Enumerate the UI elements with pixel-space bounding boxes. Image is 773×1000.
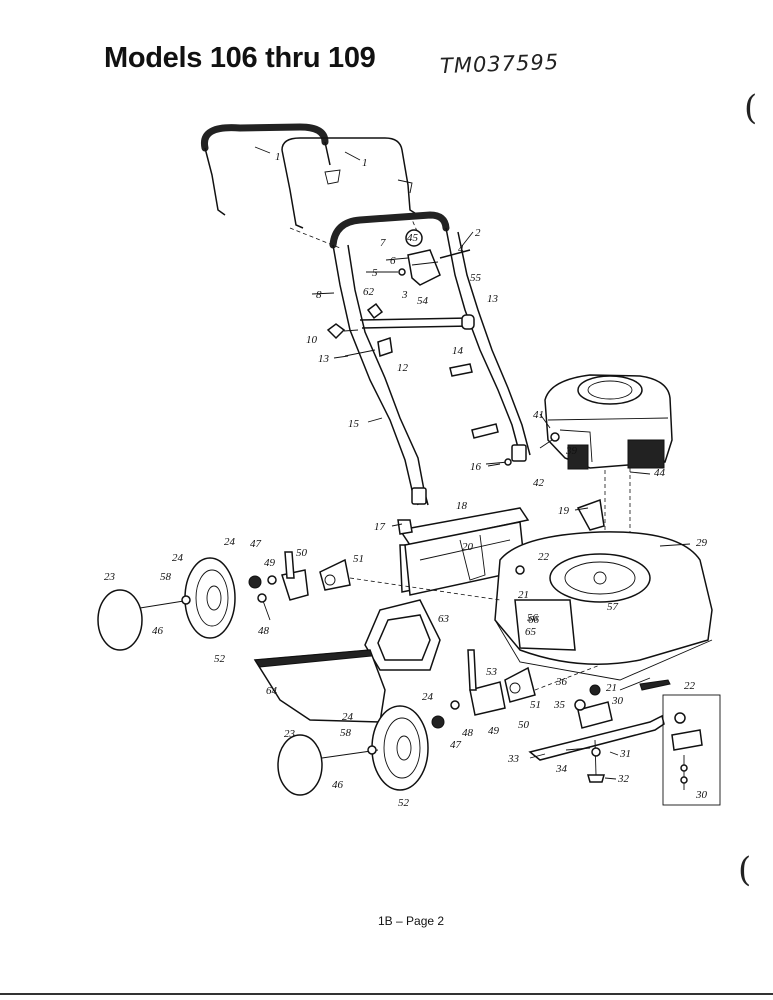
mulch-guard	[253, 649, 386, 723]
callout-51: 51	[530, 699, 541, 711]
callout-1: 1	[362, 157, 368, 169]
callout-31: 31	[619, 748, 631, 760]
callout-5: 5	[372, 267, 378, 279]
callout-47: 47	[250, 538, 262, 550]
callout-13: 13	[318, 353, 330, 365]
rear-baffle	[397, 498, 605, 596]
rear-wheel-assembly	[97, 551, 351, 651]
callout-32: 32	[617, 773, 630, 785]
callout-15: 15	[348, 418, 360, 430]
callout-55: 55	[470, 272, 482, 284]
rear-axle-line	[349, 577, 501, 601]
callout-47: 47	[450, 739, 462, 751]
inset-adapter	[662, 694, 721, 806]
callout-50: 50	[518, 719, 530, 731]
discharge-chute	[364, 599, 441, 671]
callout-56: 56	[527, 612, 539, 624]
callout-30: 30	[695, 789, 708, 801]
callout-65: 65	[525, 626, 537, 638]
callout-42: 42	[533, 477, 545, 489]
callout-1: 1	[275, 151, 281, 163]
callout-24: 24	[342, 711, 354, 723]
callout-48: 48	[258, 625, 270, 637]
callout-57: 57	[607, 601, 619, 613]
callout-numbers: 1 1 2 3 4 5 6 7 8 10 12 13 13 14 15 16 1…	[104, 151, 708, 809]
callout-35: 35	[553, 699, 566, 711]
front-axle-line	[534, 664, 601, 691]
callout-8: 8	[316, 289, 322, 301]
callout-46: 46	[152, 625, 164, 637]
upper-handle	[200, 123, 419, 229]
callout-39: 39	[565, 445, 578, 457]
upper-handle-grip	[200, 123, 329, 152]
callout-22: 22	[538, 551, 550, 563]
page-title: Models 106 thru 109	[104, 42, 376, 74]
callout-64: 64	[266, 685, 278, 697]
callout-52: 52	[398, 797, 410, 809]
mower-deck	[494, 531, 713, 681]
callout-53: 53	[486, 666, 498, 678]
callout-20: 20	[462, 541, 474, 553]
callout-46: 46	[332, 779, 344, 791]
callout-16: 16	[470, 461, 482, 473]
callout-23: 23	[284, 728, 296, 740]
callout-4: 4	[458, 243, 464, 255]
callout-24: 24	[224, 536, 236, 548]
callout-33: 33	[507, 753, 520, 765]
callout-41: 41	[533, 409, 544, 421]
binder-hole-mark-top: (	[744, 88, 758, 128]
callout-49: 49	[488, 725, 500, 737]
callout-21: 21	[606, 682, 617, 694]
callout-44: 44	[654, 467, 666, 479]
callout-3: 3	[401, 289, 408, 301]
callout-23: 23	[104, 571, 116, 583]
callout-24: 24	[172, 552, 184, 564]
callout-14: 14	[452, 345, 464, 357]
callout-13: 13	[487, 293, 499, 305]
callout-2: 2	[475, 227, 481, 239]
callout-58: 58	[160, 571, 172, 583]
callout-12: 12	[397, 362, 409, 374]
callout-50: 50	[296, 547, 308, 559]
callout-30: 30	[611, 695, 624, 707]
callout-54: 54	[417, 295, 429, 307]
callout-18: 18	[456, 500, 468, 512]
callout-22: 22	[684, 680, 696, 692]
callout-62: 62	[363, 286, 375, 298]
bottom-rule	[0, 993, 773, 995]
binder-hole-mark-bottom: (	[738, 850, 752, 890]
callout-52: 52	[214, 653, 226, 665]
callout-10: 10	[306, 334, 318, 346]
callout-19: 19	[558, 505, 570, 517]
callout-48: 48	[462, 727, 474, 739]
callout-17: 17	[374, 521, 386, 533]
callout-29: 29	[696, 537, 708, 549]
lower-handle-grip	[329, 211, 450, 249]
callout-49: 49	[264, 557, 276, 569]
page-footer: 1B – Page 2	[378, 914, 445, 928]
callout-45: 45	[407, 232, 419, 244]
callout-51: 51	[353, 553, 364, 565]
lower-handle	[329, 211, 531, 506]
callout-58: 58	[340, 727, 352, 739]
callout-34: 34	[555, 763, 568, 775]
front-wheel-assembly	[277, 649, 536, 796]
callout-36: 36	[555, 676, 568, 688]
engine	[539, 374, 673, 470]
handle-knobs	[326, 302, 512, 466]
leader-lines	[254, 146, 691, 780]
callout-63: 63	[438, 613, 450, 625]
callout-21: 21	[518, 589, 529, 601]
blade-assembly	[528, 677, 671, 783]
callout-66: 66	[528, 614, 540, 626]
callout-24: 24	[422, 691, 434, 703]
callout-6: 6	[390, 255, 396, 267]
control-box	[398, 229, 471, 286]
callout-7: 7	[380, 237, 386, 249]
